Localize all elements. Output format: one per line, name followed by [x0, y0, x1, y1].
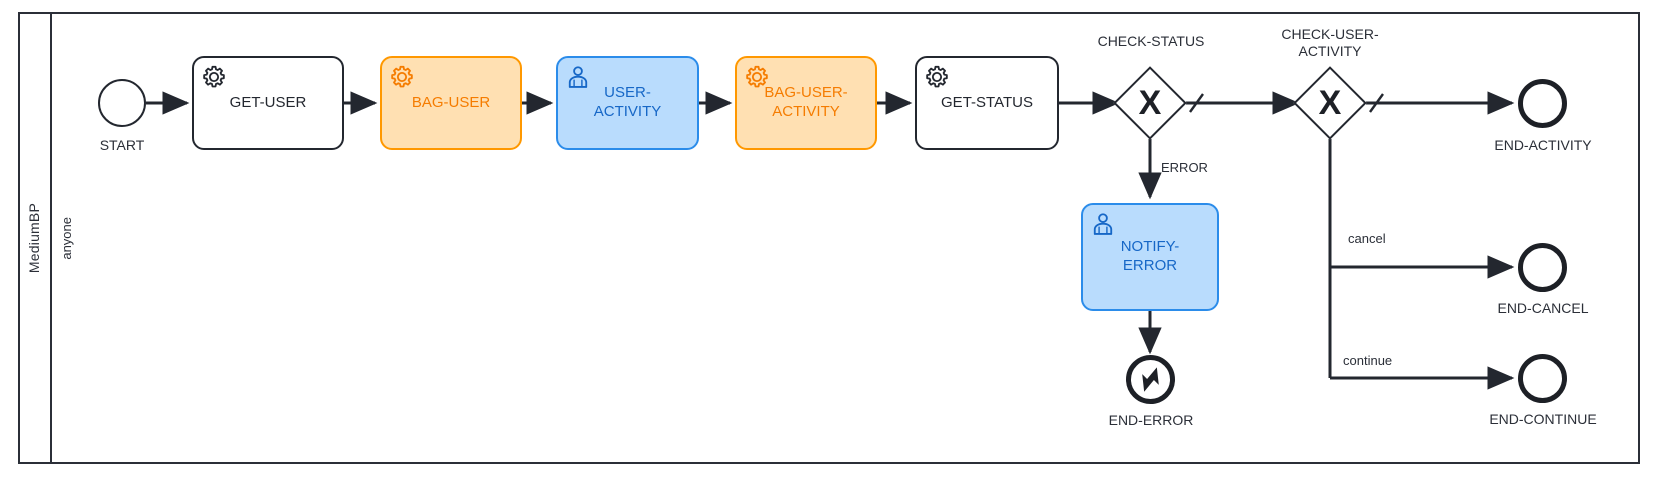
- exclusive-x-icon: X: [1138, 84, 1162, 122]
- task-user-activity[interactable]: USER- ACTIVITY: [556, 56, 699, 150]
- task-label: BAG-USER: [411, 93, 491, 111]
- user-icon: [568, 66, 588, 88]
- gateway-check-status-label: CHECK-STATUS: [1097, 33, 1205, 49]
- task-label: USER- ACTIVITY: [593, 84, 662, 120]
- flow-label-continue: continue: [1343, 353, 1393, 368]
- end-error-label: END-ERROR: [1108, 412, 1194, 428]
- end-activity-label: END-ACTIVITY: [1494, 137, 1592, 153]
- flow-label-cancel: cancel: [1348, 231, 1386, 246]
- gateway-check-user-activity-label: CHECK-USER- ACTIVITY: [1281, 26, 1379, 59]
- task-notify-error[interactable]: NOTIFY- ERROR: [1081, 203, 1219, 311]
- task-bag-user[interactable]: BAG-USER: [380, 56, 522, 150]
- lane-label-text: anyone: [58, 216, 74, 260]
- gear-icon: [203, 65, 225, 88]
- start-event[interactable]: [98, 79, 146, 127]
- end-error-event[interactable]: [1126, 355, 1175, 404]
- gateway-check-status[interactable]: X: [1113, 66, 1187, 140]
- end-cancel-event[interactable]: [1518, 243, 1567, 292]
- gateway-check-user-activity[interactable]: X: [1293, 66, 1367, 140]
- exclusive-x-icon: X: [1318, 84, 1342, 122]
- task-get-user[interactable]: GET-USER: [192, 56, 344, 150]
- error-bolt-icon: [1142, 367, 1159, 392]
- lane-label: anyone: [52, 12, 80, 464]
- end-continue-label: END-CONTINUE: [1489, 411, 1597, 427]
- end-cancel-label: END-CANCEL: [1497, 300, 1589, 316]
- gear-icon: [391, 65, 413, 88]
- pool-label-text: MediumBP: [26, 202, 42, 274]
- task-label: NOTIFY- ERROR: [1120, 238, 1180, 274]
- task-label: GET-STATUS: [941, 93, 1033, 111]
- user-icon: [1093, 213, 1113, 235]
- flow-label-error: ERROR: [1161, 160, 1208, 175]
- task-get-status[interactable]: GET-STATUS: [915, 56, 1059, 150]
- start-event-label: START: [99, 137, 145, 153]
- end-continue-event[interactable]: [1518, 354, 1567, 403]
- task-bag-user-activity[interactable]: BAG-USER- ACTIVITY: [735, 56, 877, 150]
- gear-icon: [926, 65, 948, 88]
- pool-label: MediumBP: [18, 12, 52, 464]
- task-label: GET-USER: [229, 93, 307, 111]
- end-activity-event[interactable]: [1518, 79, 1567, 128]
- task-label: BAG-USER- ACTIVITY: [764, 84, 848, 120]
